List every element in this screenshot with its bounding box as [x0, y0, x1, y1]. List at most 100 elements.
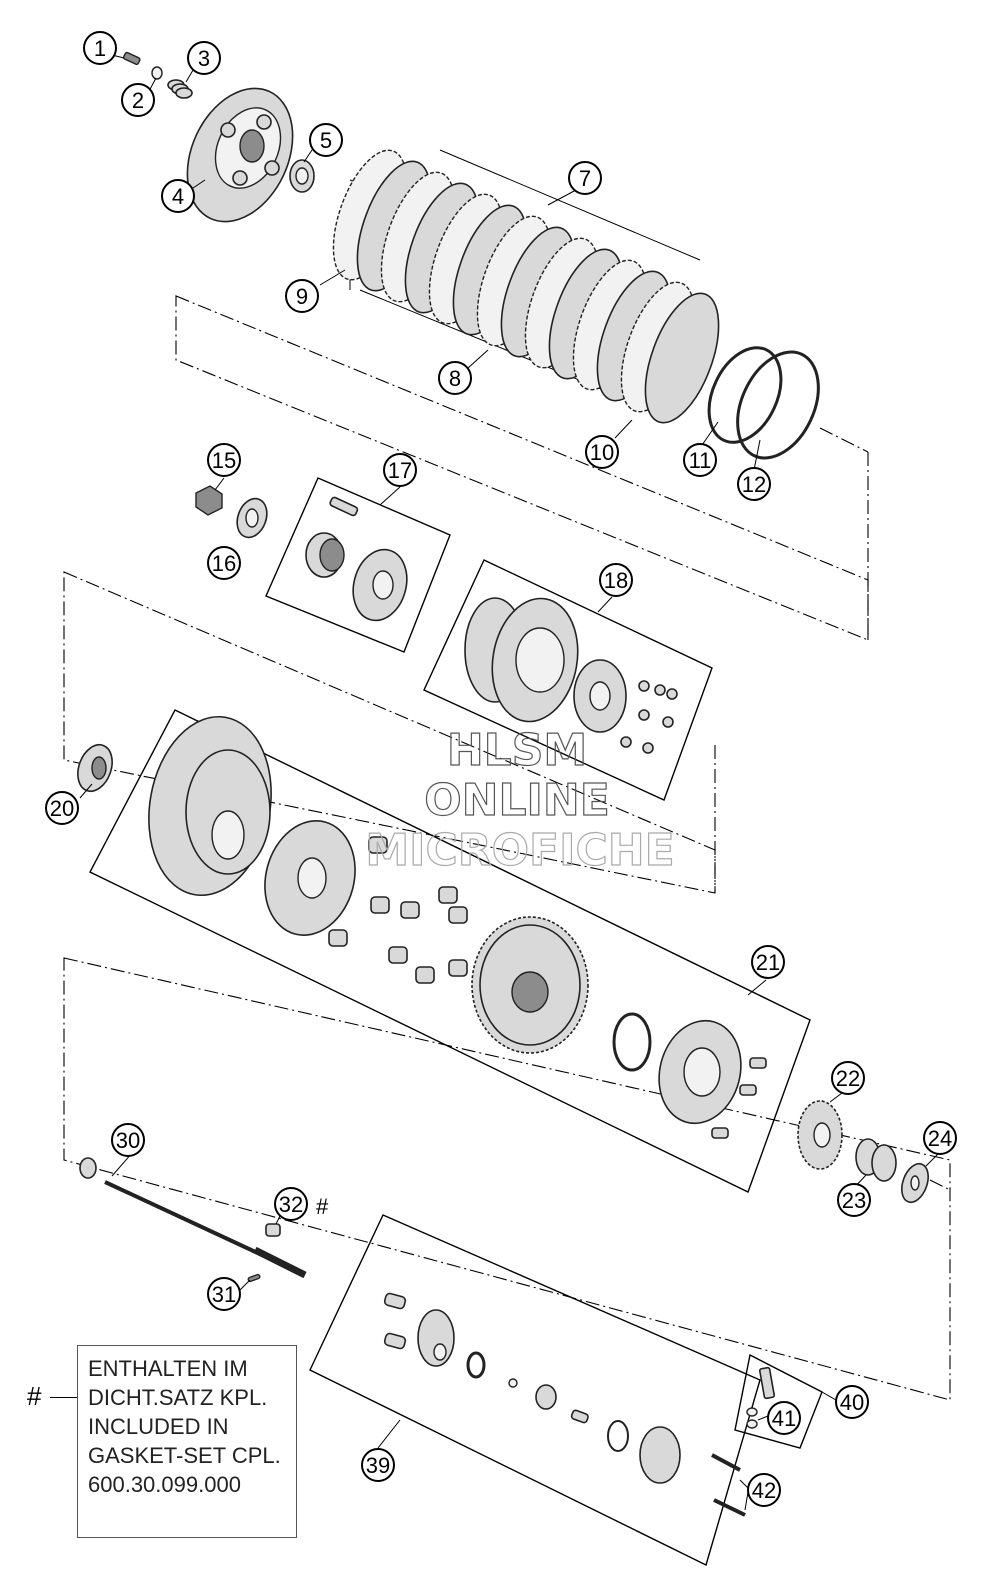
- callout-30: 30: [111, 1123, 145, 1157]
- callout-circle: [837, 1183, 871, 1217]
- part-5-bearing: [289, 159, 315, 193]
- callout-number: 24: [928, 1126, 952, 1151]
- part-30-push-rod: [79, 1157, 307, 1279]
- frame-39: [309, 1214, 761, 1566]
- callout-circle: [835, 1385, 869, 1419]
- callout-circle: [45, 791, 79, 825]
- callout-circle: [83, 31, 117, 65]
- callout-3: 3: [187, 41, 221, 75]
- callout-number: 31: [212, 1282, 236, 1307]
- frame-21: [89, 709, 811, 1193]
- callout-22: 22: [831, 1061, 865, 1095]
- part-2-washer: [151, 66, 163, 80]
- part-3-spring: [167, 79, 193, 99]
- part-15-nut: [195, 485, 223, 516]
- callout-number: 39: [366, 1453, 390, 1478]
- callout-number: 5: [320, 128, 332, 153]
- clutch-spring: [400, 901, 420, 919]
- callout-24: 24: [923, 1121, 957, 1155]
- part-4-pressure-cap: [186, 87, 294, 223]
- clutch-spring: [370, 896, 390, 914]
- callout-23: 23: [837, 1183, 871, 1217]
- callout-circle: [207, 1277, 241, 1311]
- callout-circle: [751, 945, 785, 979]
- callout-circle: [121, 83, 155, 117]
- note-line: 600.30.099.000: [88, 1472, 241, 1497]
- part-21-group: [148, 715, 767, 1139]
- callout-1: 1: [83, 31, 117, 65]
- callout-32: 32: [274, 1187, 308, 1221]
- callout-circle: [585, 435, 619, 469]
- callout-2: 2: [121, 83, 155, 117]
- callout-number: 15: [212, 448, 236, 473]
- watermark: HLSM ONLINE MICROFICHE: [365, 724, 676, 876]
- frame-18: [423, 559, 713, 801]
- callout-circle: [309, 123, 343, 157]
- callout-41: 41: [767, 1401, 801, 1435]
- part-39-o-ring: [466, 1351, 486, 1379]
- note-leader-line: [50, 1397, 77, 1398]
- clutch-spring: [415, 966, 435, 984]
- callout-18: 18: [599, 563, 633, 597]
- part-24-washer: [901, 1162, 929, 1204]
- gasket-set-note: ENTHALTEN IM DICHT.SATZ KPL. INCLUDED IN…: [77, 1345, 297, 1538]
- callout-circle: [111, 1123, 145, 1157]
- part-20-washer: [77, 743, 113, 793]
- callout-circle: [361, 1448, 395, 1482]
- callout-31: 31: [207, 1277, 241, 1311]
- callout-circle: [923, 1121, 957, 1155]
- callout-42: 42: [747, 1473, 781, 1507]
- callout-number: 11: [689, 448, 712, 473]
- callout-number: 20: [50, 796, 74, 821]
- callout-20: 20: [45, 791, 79, 825]
- callout-15: 15: [207, 443, 241, 477]
- callout-16: 16: [207, 546, 241, 580]
- callout-10: 10: [585, 435, 619, 469]
- part-18-group: [464, 597, 678, 754]
- callout-17: 17: [383, 453, 417, 487]
- part-1-screw: [123, 51, 141, 66]
- callout-circle: [383, 453, 417, 487]
- callout-4: 4: [161, 179, 195, 213]
- note-line: DICHT.SATZ KPL.: [88, 1385, 268, 1410]
- callout-number: 1: [94, 36, 106, 61]
- callout-number: 21: [756, 950, 780, 975]
- callout-8: 8: [438, 361, 472, 395]
- callout-number: 16: [212, 551, 236, 576]
- callout-circle: [187, 41, 221, 75]
- part-11-ring: [707, 346, 783, 444]
- part-40-bleeder: [746, 1366, 776, 1429]
- clutch-spring: [368, 836, 388, 854]
- clutch-spring: [448, 906, 468, 924]
- callout-circle: [285, 279, 319, 313]
- callout-number: 2: [132, 88, 144, 113]
- callout-number: 42: [752, 1478, 776, 1503]
- note-line: INCLUDED IN: [88, 1414, 229, 1439]
- callout-circle: [161, 179, 195, 213]
- callout-number: 10: [590, 440, 614, 465]
- frame-40: [734, 1353, 823, 1449]
- watermark-line-1: HLSM: [447, 725, 587, 776]
- callout-number: 41: [772, 1406, 796, 1431]
- alignment-lines: [63, 295, 951, 1401]
- note-hash-marker: #: [27, 1381, 42, 1411]
- note-line: ENTHALTEN IM: [88, 1356, 248, 1381]
- clutch-spring: [328, 929, 348, 947]
- callout-number: 32: [279, 1192, 303, 1217]
- part-39-group: [383, 1292, 681, 1484]
- callout-7: 7: [568, 161, 602, 195]
- clutch-spring: [388, 946, 408, 964]
- part-22-gear: [797, 1100, 843, 1170]
- callout-number: 17: [388, 458, 412, 483]
- callout-5: 5: [309, 123, 343, 157]
- callout-circle: [568, 161, 602, 195]
- callout-number: 4: [172, 184, 184, 209]
- callout-number: 30: [116, 1128, 140, 1153]
- callout-circle: [274, 1187, 308, 1221]
- callout-number: 23: [842, 1188, 866, 1213]
- callout-number: 8: [449, 366, 461, 391]
- callout-number: 12: [742, 472, 766, 497]
- note-line: GASKET-SET CPL.: [88, 1443, 281, 1468]
- watermark-line-3: MICROFICHE: [365, 825, 674, 876]
